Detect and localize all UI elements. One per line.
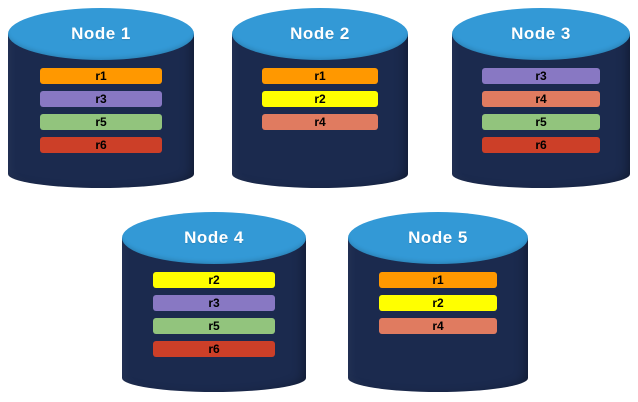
node-2-label: Node 2 bbox=[290, 23, 350, 43]
node-1-row-r1-label: r1 bbox=[95, 68, 107, 83]
node-4-row-r6[interactable]: r6 bbox=[153, 341, 275, 357]
node-4[interactable]: Node 4 r2 r3 r5 r6 bbox=[122, 212, 306, 392]
node-2-row-list: r1 r2 r4 bbox=[232, 68, 408, 130]
node-3-row-r5[interactable]: r5 bbox=[482, 114, 600, 130]
node-1-cylinder-top: Node 1 bbox=[8, 8, 194, 60]
node-4-label: Node 4 bbox=[184, 227, 244, 247]
node-1-row-r5-label: r5 bbox=[95, 114, 107, 129]
node-4-row-r2-label: r2 bbox=[208, 272, 220, 287]
node-3[interactable]: Node 3 r3 r4 r5 r6 bbox=[452, 8, 630, 188]
node-3-label: Node 3 bbox=[511, 23, 571, 43]
node-3-row-r4[interactable]: r4 bbox=[482, 91, 600, 107]
node-3-row-r5-label: r5 bbox=[535, 114, 547, 129]
node-1-label: Node 1 bbox=[71, 23, 131, 43]
node-1-row-r3[interactable]: r3 bbox=[40, 91, 162, 107]
node-3-row-r6[interactable]: r6 bbox=[482, 137, 600, 153]
node-1-row-r6-label: r6 bbox=[95, 137, 107, 152]
node-2-row-r4[interactable]: r4 bbox=[262, 114, 378, 130]
node-3-row-r4-label: r4 bbox=[535, 91, 547, 106]
node-2-row-r2-label: r2 bbox=[314, 91, 326, 106]
node-4-row-list: r2 r3 r5 r6 bbox=[122, 272, 306, 357]
node-3-row-r3[interactable]: r3 bbox=[482, 68, 600, 84]
node-3-row-r6-label: r6 bbox=[535, 137, 547, 152]
node-3-row-r3-label: r3 bbox=[535, 68, 547, 83]
node-4-row-r5[interactable]: r5 bbox=[153, 318, 275, 334]
node-5-cylinder-top: Node 5 bbox=[348, 212, 528, 264]
node-5-row-r4[interactable]: r4 bbox=[379, 318, 497, 334]
node-5-row-r2-label: r2 bbox=[432, 295, 444, 310]
node-5-row-r1-label: r1 bbox=[432, 272, 444, 287]
node-2-row-r4-label: r4 bbox=[314, 114, 326, 129]
node-3-row-list: r3 r4 r5 r6 bbox=[452, 68, 630, 153]
node-4-row-r6-label: r6 bbox=[208, 341, 220, 356]
node-5-row-r2[interactable]: r2 bbox=[379, 295, 497, 311]
node-5-row-r1[interactable]: r1 bbox=[379, 272, 497, 288]
node-2-row-r1-label: r1 bbox=[314, 68, 326, 83]
node-2-row-r2[interactable]: r2 bbox=[262, 91, 378, 107]
node-2-cylinder-top: Node 2 bbox=[232, 8, 408, 60]
node-1-row-list: r1 r3 r5 r6 bbox=[8, 68, 194, 153]
node-2-row-r1[interactable]: r1 bbox=[262, 68, 378, 84]
node-3-cylinder-top: Node 3 bbox=[452, 8, 630, 60]
node-5-row-list: r1 r2 r4 bbox=[348, 272, 528, 334]
node-4-row-r3-label: r3 bbox=[208, 295, 220, 310]
node-5[interactable]: Node 5 r1 r2 r4 bbox=[348, 212, 528, 392]
node-5-row-r4-label: r4 bbox=[432, 318, 444, 333]
node-1-row-r5[interactable]: r5 bbox=[40, 114, 162, 130]
node-1-row-r3-label: r3 bbox=[95, 91, 107, 106]
node-5-label: Node 5 bbox=[408, 227, 468, 247]
node-4-cylinder-top: Node 4 bbox=[122, 212, 306, 264]
node-1-row-r6[interactable]: r6 bbox=[40, 137, 162, 153]
node-2[interactable]: Node 2 r1 r2 r4 bbox=[232, 8, 408, 188]
node-4-row-r2[interactable]: r2 bbox=[153, 272, 275, 288]
node-1[interactable]: Node 1 r1 r3 r5 r6 bbox=[8, 8, 194, 188]
node-4-row-r3[interactable]: r3 bbox=[153, 295, 275, 311]
node-4-row-r5-label: r5 bbox=[208, 318, 220, 333]
node-1-row-r1[interactable]: r1 bbox=[40, 68, 162, 84]
